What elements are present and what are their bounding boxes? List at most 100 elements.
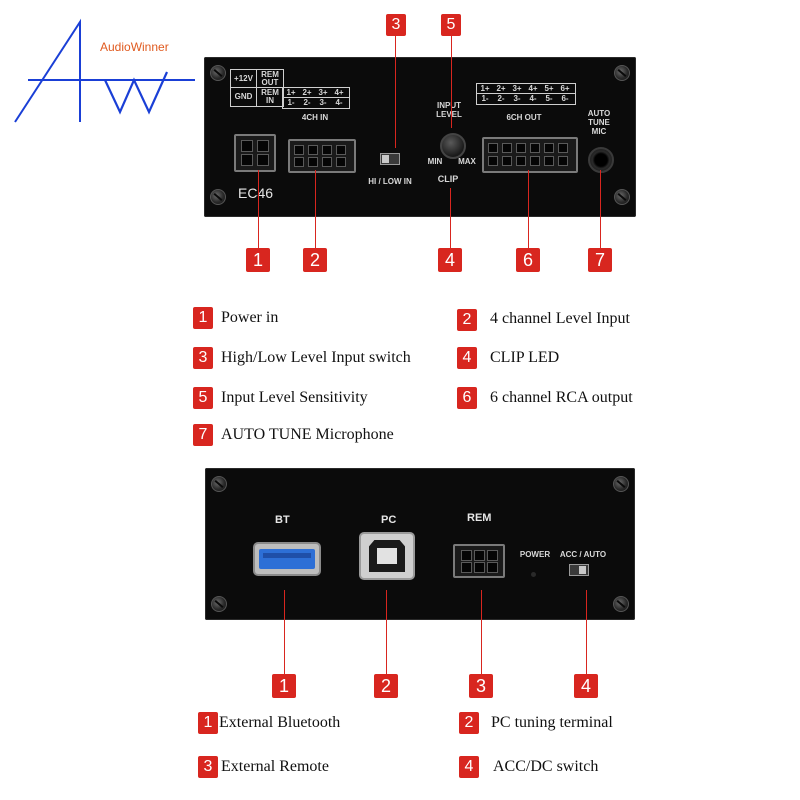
- bottom-device-panel: BT PC REM POWER ACC / AUTO: [205, 468, 635, 620]
- knob-min-label: MIN: [427, 157, 443, 166]
- usb-pc-port[interactable]: [361, 534, 413, 578]
- legend-badge: 4: [457, 347, 477, 369]
- legend-badge: 1: [198, 712, 218, 734]
- legend-label: Power in: [221, 309, 279, 326]
- pin-label: REM IN: [261, 88, 279, 105]
- pin-label: 2+: [496, 84, 506, 93]
- legend-label: CLIP LED: [490, 349, 560, 366]
- rem-label: REM: [467, 512, 492, 524]
- knob-max-label: MAX: [458, 157, 476, 166]
- clip-label: CLIP: [437, 174, 459, 184]
- legend-label: 6 channel RCA output: [490, 389, 633, 406]
- legend-label: 4 channel Level Input: [490, 310, 630, 327]
- pin-label: 4+: [334, 88, 344, 97]
- legend-label: Input Level Sensitivity: [221, 389, 368, 406]
- callout-badge: 4: [574, 674, 598, 698]
- pin-label: GND: [234, 92, 253, 101]
- callout-line: [284, 590, 285, 674]
- callout-line: [315, 170, 316, 248]
- usb-bt-port[interactable]: [255, 544, 319, 574]
- legend-badge: 4: [459, 756, 479, 778]
- pin-label: 3+: [512, 84, 522, 93]
- model-label: EC46: [238, 185, 274, 201]
- mic-jack[interactable]: [588, 147, 614, 173]
- legend-label: ACC/DC switch: [493, 758, 599, 775]
- legend-badge: 2: [459, 712, 479, 734]
- screw-icon: [614, 65, 630, 81]
- callout-badge: 5: [441, 14, 461, 36]
- output-label: 6CH OUT: [506, 113, 542, 122]
- callout-line: [451, 36, 452, 128]
- callout-line: [450, 188, 451, 248]
- legend-badge: 3: [198, 756, 218, 778]
- hi-low-switch[interactable]: [380, 153, 400, 165]
- legend-badge: 1: [193, 307, 213, 329]
- callout-line: [600, 170, 601, 248]
- callout-badge: 4: [438, 248, 462, 272]
- callout-line: [258, 170, 259, 248]
- screw-icon: [210, 189, 226, 205]
- callout-line: [586, 590, 587, 674]
- acc-auto-switch[interactable]: [569, 564, 589, 576]
- callout-badge: 6: [516, 248, 540, 272]
- legend-label: High/Low Level Input switch: [221, 349, 411, 366]
- screw-icon: [211, 596, 227, 612]
- input-level-knob[interactable]: [440, 133, 466, 159]
- aw-logo-mark-icon: [14, 18, 195, 123]
- screw-icon: [613, 476, 629, 492]
- pin-label: 1-: [287, 98, 295, 107]
- pin-label: 2-: [303, 98, 311, 107]
- pin-label: +12V: [234, 74, 253, 83]
- bt-label: BT: [275, 514, 290, 526]
- pin-label: 4-: [335, 98, 343, 107]
- callout-badge: 1: [246, 248, 270, 272]
- pin-label: 1-: [481, 94, 489, 103]
- callout-badge: 7: [588, 248, 612, 272]
- pin-label: REM OUT: [261, 70, 279, 87]
- pin-label: 6-: [561, 94, 569, 103]
- legend-badge: 5: [193, 387, 213, 409]
- legend-badge: 7: [193, 424, 213, 446]
- output-connector: [482, 137, 578, 173]
- acc-auto-label: ACC / AUTO: [559, 550, 607, 559]
- callout-badge: 1: [272, 674, 296, 698]
- pin-label: 4+: [528, 84, 538, 93]
- pin-label: 6+: [560, 84, 570, 93]
- mic-label: AUTO TUNE MIC: [587, 109, 611, 136]
- callout-badge: 3: [386, 14, 406, 36]
- pin-label: 2-: [497, 94, 505, 103]
- output-pinout-box: 1+ 2+ 3+ 4+ 5+ 6+ 1- 2- 3- 4- 5- 6-: [476, 83, 576, 105]
- screw-icon: [614, 189, 630, 205]
- pc-label: PC: [381, 514, 397, 526]
- power-connector: [234, 134, 276, 172]
- pin-label: 3+: [318, 88, 328, 97]
- callout-line: [481, 590, 482, 674]
- pin-label: 3-: [319, 98, 327, 107]
- power-label: POWER: [519, 550, 551, 559]
- brand-logo: AudioWinner: [10, 10, 195, 125]
- power-pinout-box: +12V REM OUT GND REM IN: [230, 69, 284, 107]
- callout-badge: 2: [303, 248, 327, 272]
- legend-badge: 2: [457, 309, 477, 331]
- input-level-label: INPUT LEVEL: [436, 101, 462, 119]
- input-connector: [288, 139, 356, 173]
- legend-badge: 3: [193, 347, 213, 369]
- legend-label: PC tuning terminal: [491, 714, 613, 731]
- callout-badge: 3: [469, 674, 493, 698]
- callout-line: [528, 170, 529, 248]
- input-pinout-box: 1+ 2+ 3+ 4+ 1- 2- 3- 4-: [282, 87, 350, 109]
- callout-line: [386, 590, 387, 674]
- pin-label: 5-: [545, 94, 553, 103]
- legend-label: AUTO TUNE Microphone: [221, 426, 394, 443]
- legend-label: External Remote: [221, 758, 329, 775]
- screw-icon: [613, 596, 629, 612]
- remote-connector[interactable]: [453, 544, 505, 578]
- callout-line: [395, 36, 396, 148]
- screw-icon: [211, 476, 227, 492]
- pin-label: 4-: [529, 94, 537, 103]
- pin-label: 1+: [480, 84, 490, 93]
- legend-badge: 6: [457, 387, 477, 409]
- pin-label: 5+: [544, 84, 554, 93]
- legend-label: External Bluetooth: [219, 714, 341, 731]
- callout-badge: 2: [374, 674, 398, 698]
